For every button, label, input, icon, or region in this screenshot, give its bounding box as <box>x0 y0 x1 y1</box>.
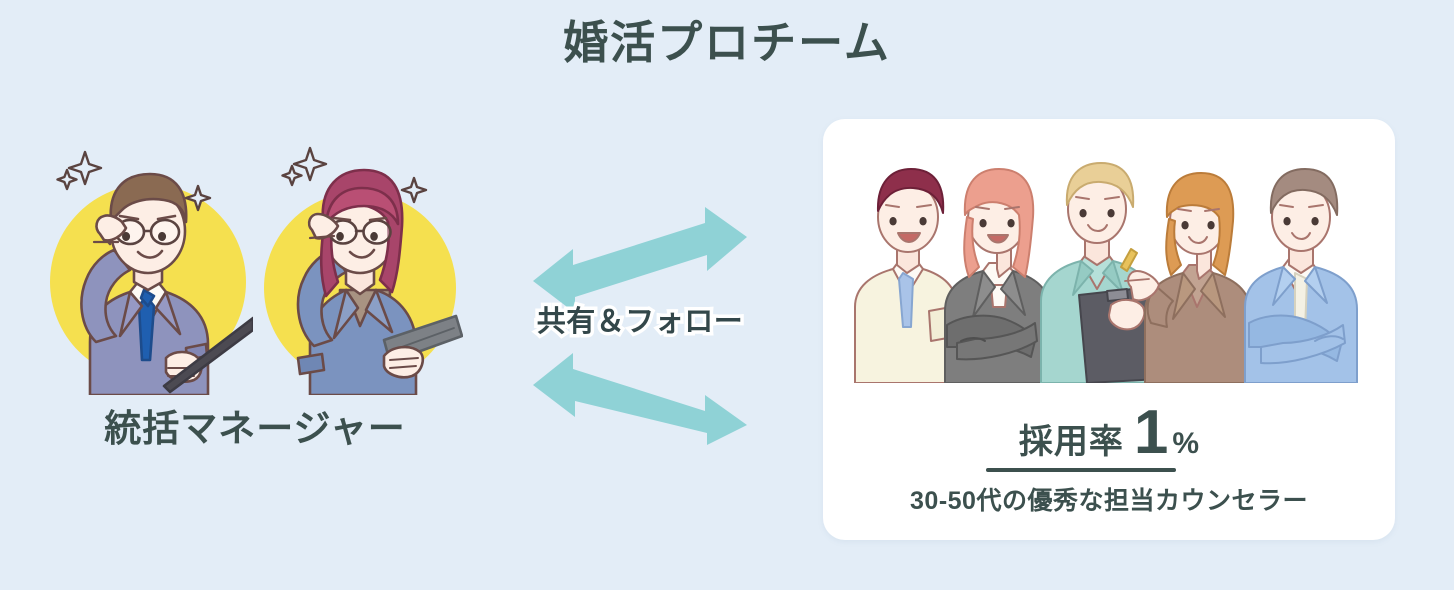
female-manager-illustration <box>248 130 463 395</box>
arrow-bottom-icon <box>533 353 747 445</box>
sparkle-icon <box>281 146 428 204</box>
counselor-group-illustration <box>845 155 1373 383</box>
counselor-1 <box>854 168 958 383</box>
exchange-block: 共有＆フォロー <box>495 195 785 445</box>
manager-figures <box>30 130 480 395</box>
managers-block: 統括マネージャー <box>30 130 480 470</box>
adoption-rate-value: 1 <box>1133 398 1169 467</box>
page-title: 婚活プロチーム <box>563 17 891 68</box>
managers-label: 統括マネージャー <box>104 408 406 449</box>
counselor-caption: 30-50代の優秀な担当カウンセラー <box>910 487 1308 515</box>
counselor-3 <box>1040 162 1160 383</box>
adoption-rate-label: 採用率 <box>1018 423 1124 461</box>
arrow-top-icon <box>533 207 747 313</box>
stat-underline <box>986 468 1176 472</box>
counselor-2 <box>944 168 1052 383</box>
sparkle-icon <box>56 150 212 212</box>
male-manager-illustration <box>38 130 253 395</box>
counselor-5 <box>1244 168 1358 383</box>
counselor-4 <box>1124 172 1252 383</box>
adoption-rate-unit: % <box>1172 427 1200 460</box>
exchange-label: 共有＆フォロー <box>533 303 746 342</box>
